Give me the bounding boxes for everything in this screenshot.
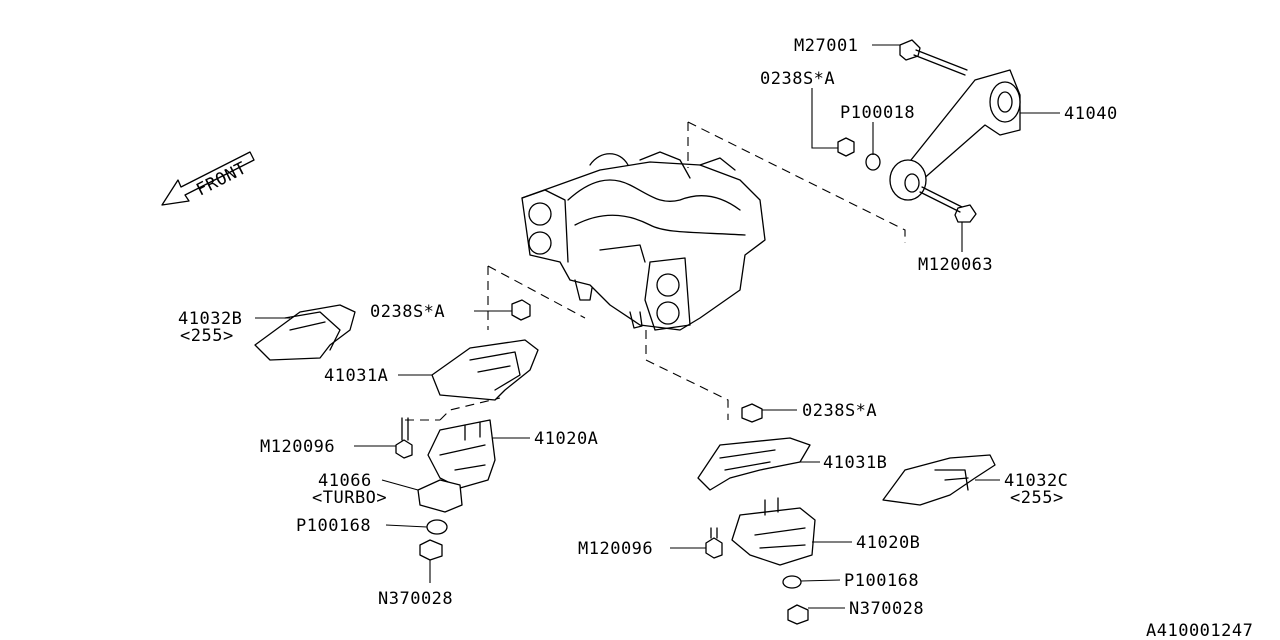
front-arrow-icon bbox=[161, 151, 255, 206]
bolt-m120063-part bbox=[919, 186, 977, 223]
mount-41020b-part bbox=[731, 497, 816, 566]
bolt-m120096-left-part bbox=[395, 417, 413, 459]
callout-41031a: 41031A bbox=[324, 366, 388, 386]
bracket-41031b-part bbox=[697, 437, 811, 491]
callout-41032c-sub: <255> bbox=[1010, 488, 1064, 508]
nut-top-part bbox=[837, 137, 855, 157]
diagram-id: A410001247 bbox=[1146, 621, 1253, 640]
callout-n370028-left: N370028 bbox=[378, 589, 453, 609]
callout-41031b: 41031B bbox=[823, 453, 887, 473]
guide-line-left-lower bbox=[405, 397, 501, 421]
callout-n370028-right: N370028 bbox=[849, 599, 924, 619]
callout-41066-sub: <TURBO> bbox=[312, 488, 387, 508]
callout-m120063: M120063 bbox=[918, 255, 993, 275]
nut-left-part bbox=[511, 299, 531, 321]
washer-left-part bbox=[426, 519, 448, 535]
callout-m120096-left: M120096 bbox=[260, 437, 335, 457]
bracket-41032b-part bbox=[254, 304, 356, 361]
guide-line-right bbox=[645, 330, 729, 420]
turbo-plate-41066-part bbox=[417, 479, 463, 513]
callout-m27001: M27001 bbox=[794, 36, 858, 56]
callout-41032b-sub: <255> bbox=[180, 326, 234, 346]
callout-41032b: 41032B bbox=[178, 309, 242, 329]
guide-line-left bbox=[487, 265, 586, 330]
callout-41020a: 41020A bbox=[534, 429, 598, 449]
callout-41066: 41066 bbox=[318, 471, 372, 491]
callout-p100168-right: P100168 bbox=[844, 571, 919, 591]
callout-41032c: 41032C bbox=[1004, 471, 1068, 491]
nut-right-part bbox=[741, 403, 763, 423]
nut-left-lower-part bbox=[419, 539, 443, 561]
bracket-41031a-part bbox=[431, 339, 539, 401]
callout-0238s-top: 0238S*A bbox=[760, 69, 835, 89]
nut-right-lower-part bbox=[787, 604, 809, 625]
guide-line-upper bbox=[687, 121, 906, 243]
callout-0238s-right: 0238S*A bbox=[802, 401, 877, 421]
washer-right-part bbox=[782, 575, 802, 589]
callout-41020b: 41020B bbox=[856, 533, 920, 553]
callout-p100168-left: P100168 bbox=[296, 516, 371, 536]
mount-41020a-part bbox=[427, 419, 496, 489]
washer-top-part bbox=[865, 153, 881, 171]
callout-0238s-left: 0238S*A bbox=[370, 302, 445, 322]
pitching-stopper-part bbox=[889, 69, 1021, 201]
front-label: FRONT bbox=[193, 158, 250, 200]
callout-p100018: P100018 bbox=[840, 103, 915, 123]
callout-m120096-right: M120096 bbox=[578, 539, 653, 559]
bracket-41032c-part bbox=[882, 454, 996, 506]
leader-lines bbox=[255, 44, 1060, 609]
callout-41040: 41040 bbox=[1064, 104, 1118, 124]
engine-block bbox=[521, 151, 766, 331]
bolt-m27001-part bbox=[899, 39, 968, 76]
bolt-m120096-right-part bbox=[705, 527, 723, 559]
